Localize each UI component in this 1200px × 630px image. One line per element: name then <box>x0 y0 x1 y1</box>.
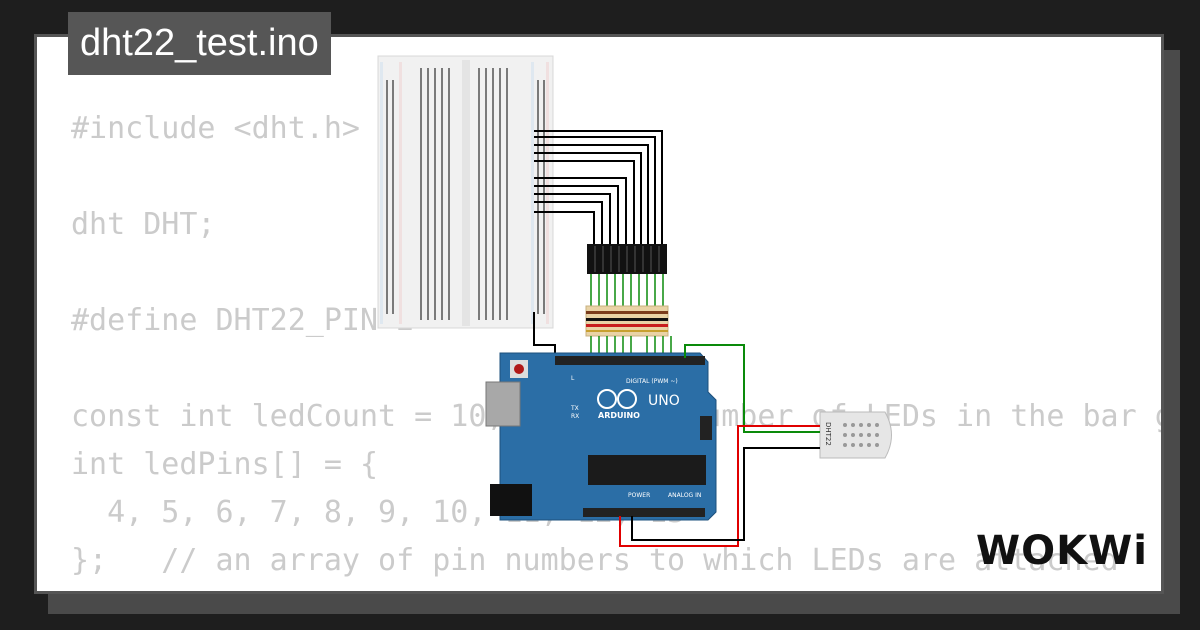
code-line: #include <dht.h> <box>71 111 360 146</box>
uno-label: UNO <box>648 393 680 409</box>
arduino-uno-board: UNO ARDUINO DIGITAL (PWM ~) POWER ANALOG… <box>485 352 727 521</box>
tx-label: TX <box>570 405 579 412</box>
code-line: dht DHT; <box>71 207 216 242</box>
dht22-sensor: DHT22 <box>819 411 892 459</box>
led-bar-graph <box>587 244 667 274</box>
file-tab[interactable]: dht22_test.ino <box>68 12 331 75</box>
arduino-brand: ARDUINO <box>598 411 640 420</box>
power-label: POWER <box>628 492 650 499</box>
on-label: ON <box>718 405 727 412</box>
rx-label: RX <box>571 413 579 420</box>
digital-label: DIGITAL (PWM ~) <box>626 378 678 385</box>
dht22-label: DHT22 <box>824 422 832 446</box>
code-line: int ledPins[] = { <box>71 447 379 482</box>
resistor-array <box>585 274 672 358</box>
code-background: #include <dht.h>dht DHT;#define DHT22_PI… <box>71 105 1161 585</box>
code-line: }; // an array of pin numbers to which L… <box>71 543 1119 578</box>
wokwi-logo: WOKWi <box>976 528 1148 574</box>
l-label: L <box>571 375 575 382</box>
analog-label: ANALOG IN <box>668 492 701 499</box>
wires-arduino-to-sensor <box>619 344 820 547</box>
breadboard <box>377 55 554 329</box>
wires-breadboard-to-leds <box>533 130 663 358</box>
